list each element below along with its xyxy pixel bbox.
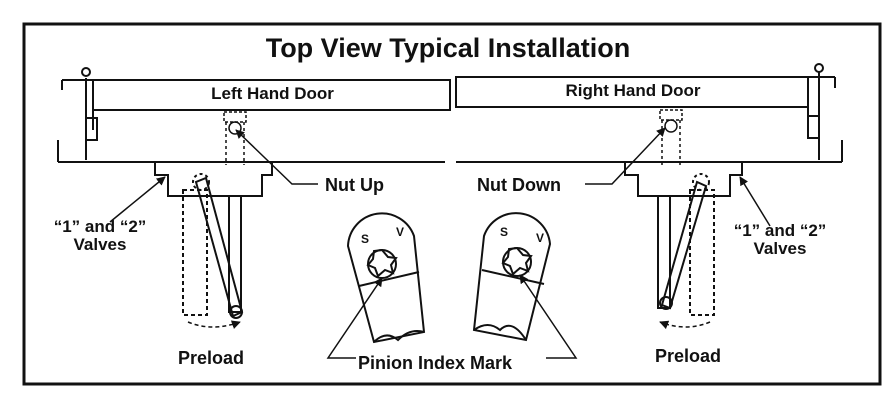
right-spindle [659,109,683,165]
right-pinion-letter-v: V [536,231,544,245]
preload-left-arrow [187,320,241,329]
left-pinion-letter-v: V [396,225,404,239]
diagram-frame [22,22,882,386]
left-door-label: Left Hand Door [211,84,334,103]
nut-up-label: Nut Up [325,175,384,195]
left-valves-label: “1” and “2” Valves [40,218,160,254]
preload-left-label: Preload [178,348,245,368]
left-pinion-detail [346,212,426,344]
left-valves-line1: “1” and “2” [53,217,147,236]
preload-right-label: Preload [655,346,722,366]
diagram-title: Top View Typical Installation [265,33,631,63]
right-valves-label: “1” and “2” Valves [716,222,844,258]
right-door-label: Right Hand Door [565,81,701,100]
right-arm [657,173,715,316]
preload-right-arrow [659,320,711,330]
left-pinion-letter-s: S [361,232,369,246]
right-jamb [807,63,843,162]
right-valves-line2: Valves [753,238,807,258]
right-pinion-detail [472,212,552,342]
right-pinion-letter-s: S [500,225,508,239]
left-valves-line2: Valves [73,234,127,254]
left-arm [182,173,244,319]
left-closer-body [154,162,273,197]
nut-down-label: Nut Down [477,175,561,195]
pinion-index-mark-label: Pinion Index Mark [358,353,513,373]
right-valves-line1: “1” and “2” [733,221,827,240]
left-jamb [57,67,98,162]
left-spindle [223,111,247,165]
left-door [61,79,451,130]
right-closer-body [624,162,743,197]
